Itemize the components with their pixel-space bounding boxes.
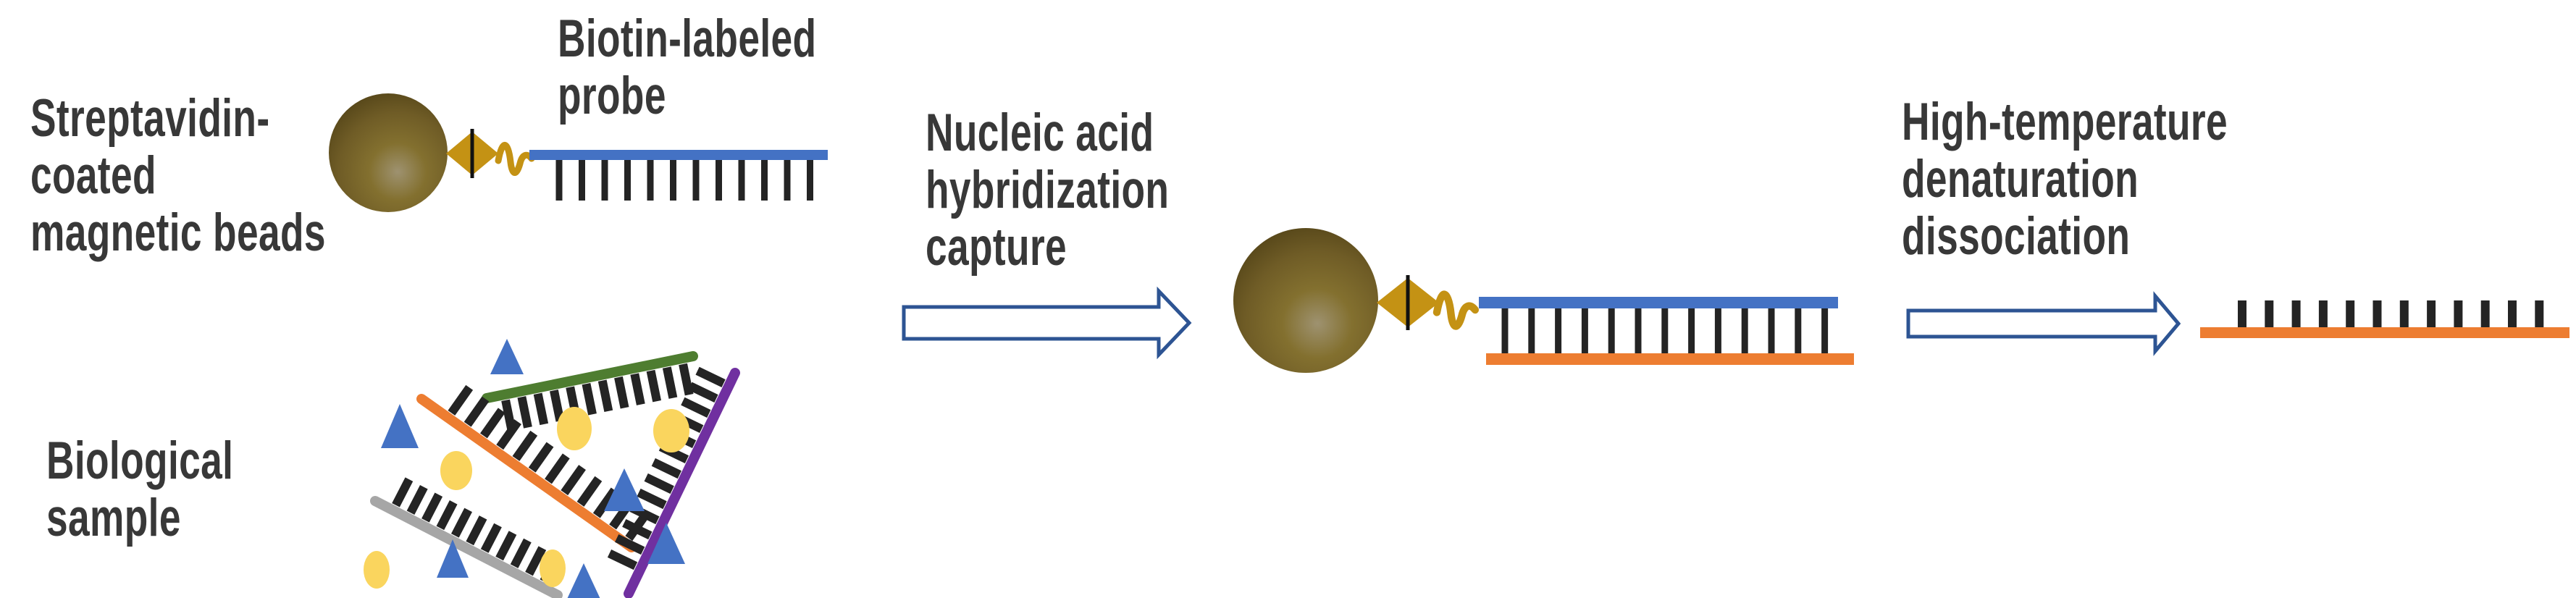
impurity-circle-icon [440, 451, 472, 490]
base-tooth [679, 363, 694, 396]
impurity-circle-icon [557, 407, 592, 450]
probe-strand [529, 150, 828, 160]
impurity-circle-icon [364, 551, 390, 589]
base-tooth [592, 487, 618, 518]
base-tooth [630, 373, 645, 405]
impurity-circle-icon [540, 549, 566, 587]
label-denaturation-step: High-temperature denaturation dissociati… [1902, 93, 2228, 266]
base-tooth [448, 384, 474, 416]
base-tooth [406, 484, 428, 515]
base-tooth [662, 366, 678, 399]
probe-strand [1479, 297, 1838, 308]
base-tooth [512, 430, 538, 461]
base-tooth [582, 382, 597, 416]
base-tooth [688, 382, 718, 403]
base-tooth [615, 534, 645, 555]
label-hybridization-step: Nucleic acid hybridization capture [926, 104, 1170, 277]
base-tooth [695, 366, 726, 387]
base-tooth [681, 397, 711, 418]
base-tooth [550, 389, 565, 422]
base-tooth [436, 500, 458, 531]
impurity-triangle-icon [437, 539, 469, 578]
base-tooth [533, 392, 549, 426]
sample-strand-orange-target-backbone [416, 394, 637, 552]
denaturation-arrow-icon [1906, 291, 2181, 356]
released-target-strand [2200, 327, 2569, 338]
label-biological-sample: Biological sample [46, 431, 234, 547]
target-strand [1486, 353, 1854, 365]
base-tooth [450, 508, 472, 538]
linker-squiggle-icon [1432, 290, 1480, 330]
base-tooth [495, 531, 517, 561]
label-biotin-probe: Biotin-labeled probe [558, 9, 817, 125]
base-tooth [561, 465, 586, 496]
base-tooth [597, 379, 613, 412]
base-tooth [644, 473, 674, 494]
released-target-teeth [2238, 300, 2544, 327]
base-tooth [463, 396, 490, 427]
impurity-triangle-icon [604, 468, 645, 511]
base-tooth [545, 453, 570, 484]
impurity-triangle-icon [647, 523, 685, 564]
sample-strand-gray-backbone [370, 496, 563, 598]
magnetic-bead-icon [1233, 228, 1378, 373]
sample-strand-orange-target [416, 384, 651, 552]
base-tooth [637, 488, 667, 510]
base-tooth [392, 477, 414, 508]
hybridization-arrow-icon [902, 286, 1192, 360]
magnetic-bead-icon [329, 93, 448, 212]
base-tooth [421, 492, 443, 523]
base-tooth [466, 515, 487, 546]
sample-strand-gray [370, 477, 563, 598]
sample-strand-green-backbone [482, 351, 698, 403]
base-tooth [646, 369, 661, 403]
duplex-base-pair-teeth [1501, 308, 1829, 353]
base-tooth [651, 458, 681, 479]
base-tooth [528, 442, 554, 473]
impurity-triangle-icon [490, 339, 524, 374]
base-tooth [496, 419, 521, 450]
base-tooth [480, 523, 502, 553]
base-tooth [525, 546, 547, 576]
impurity-circle-icon [653, 409, 689, 452]
linker-squiggle-icon [495, 141, 535, 176]
base-tooth [576, 476, 603, 507]
sample-strand-purple-backbone [624, 368, 740, 598]
base-tooth [614, 376, 629, 409]
base-tooth [510, 538, 532, 568]
sample-strand-green [482, 351, 698, 432]
base-tooth [622, 518, 653, 540]
impurity-triangle-icon [381, 404, 419, 448]
probe-teeth [555, 160, 813, 201]
impurity-triangle-icon [567, 563, 600, 598]
base-tooth [607, 549, 638, 570]
label-streptavidin-beads: Streptavidin- coated magnetic beads [30, 89, 326, 262]
base-tooth [517, 396, 532, 429]
base-tooth [480, 408, 505, 439]
